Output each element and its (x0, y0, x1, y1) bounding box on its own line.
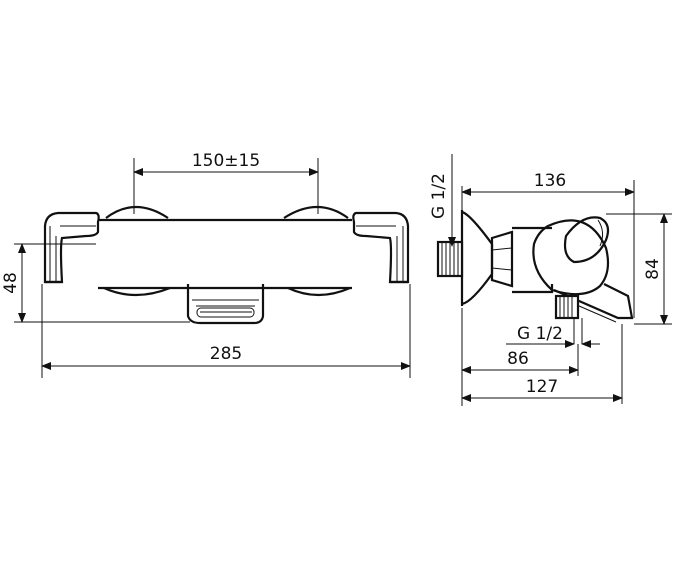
side-lever (563, 216, 610, 264)
dim-width-label: 285 (210, 344, 242, 364)
side-view: G 1/2 136 84 G 1/2 86 127 (429, 154, 672, 406)
dim-side-height-label: 84 (643, 258, 663, 280)
front-body (98, 218, 352, 290)
front-boss-bottom-right (287, 286, 351, 297)
front-handle-right (352, 211, 410, 284)
side-wall-flange (460, 210, 494, 306)
dim-top-width-label: 136 (534, 171, 566, 191)
dim-spacing-label: 150±15 (192, 151, 260, 171)
front-boss-bottom-left (103, 286, 171, 297)
front-boss-left (105, 206, 169, 219)
dim-total-depth-label: 127 (526, 377, 558, 397)
dim-inlet-top-label: G 1/2 (429, 173, 449, 219)
front-spout-aerator (196, 307, 255, 318)
side-handle-dial (532, 219, 610, 296)
front-spout (186, 284, 265, 325)
dim-outlet-depth-label: 86 (507, 349, 529, 369)
side-outlet-thread (554, 294, 580, 320)
front-handle-left (43, 211, 100, 284)
side-spout (553, 283, 634, 320)
front-boss-right (283, 206, 349, 219)
dim-outlet-label: G 1/2 (517, 324, 563, 344)
front-view: 150±15 48 285 (1, 151, 411, 378)
dim-height-label: 48 (1, 272, 21, 294)
